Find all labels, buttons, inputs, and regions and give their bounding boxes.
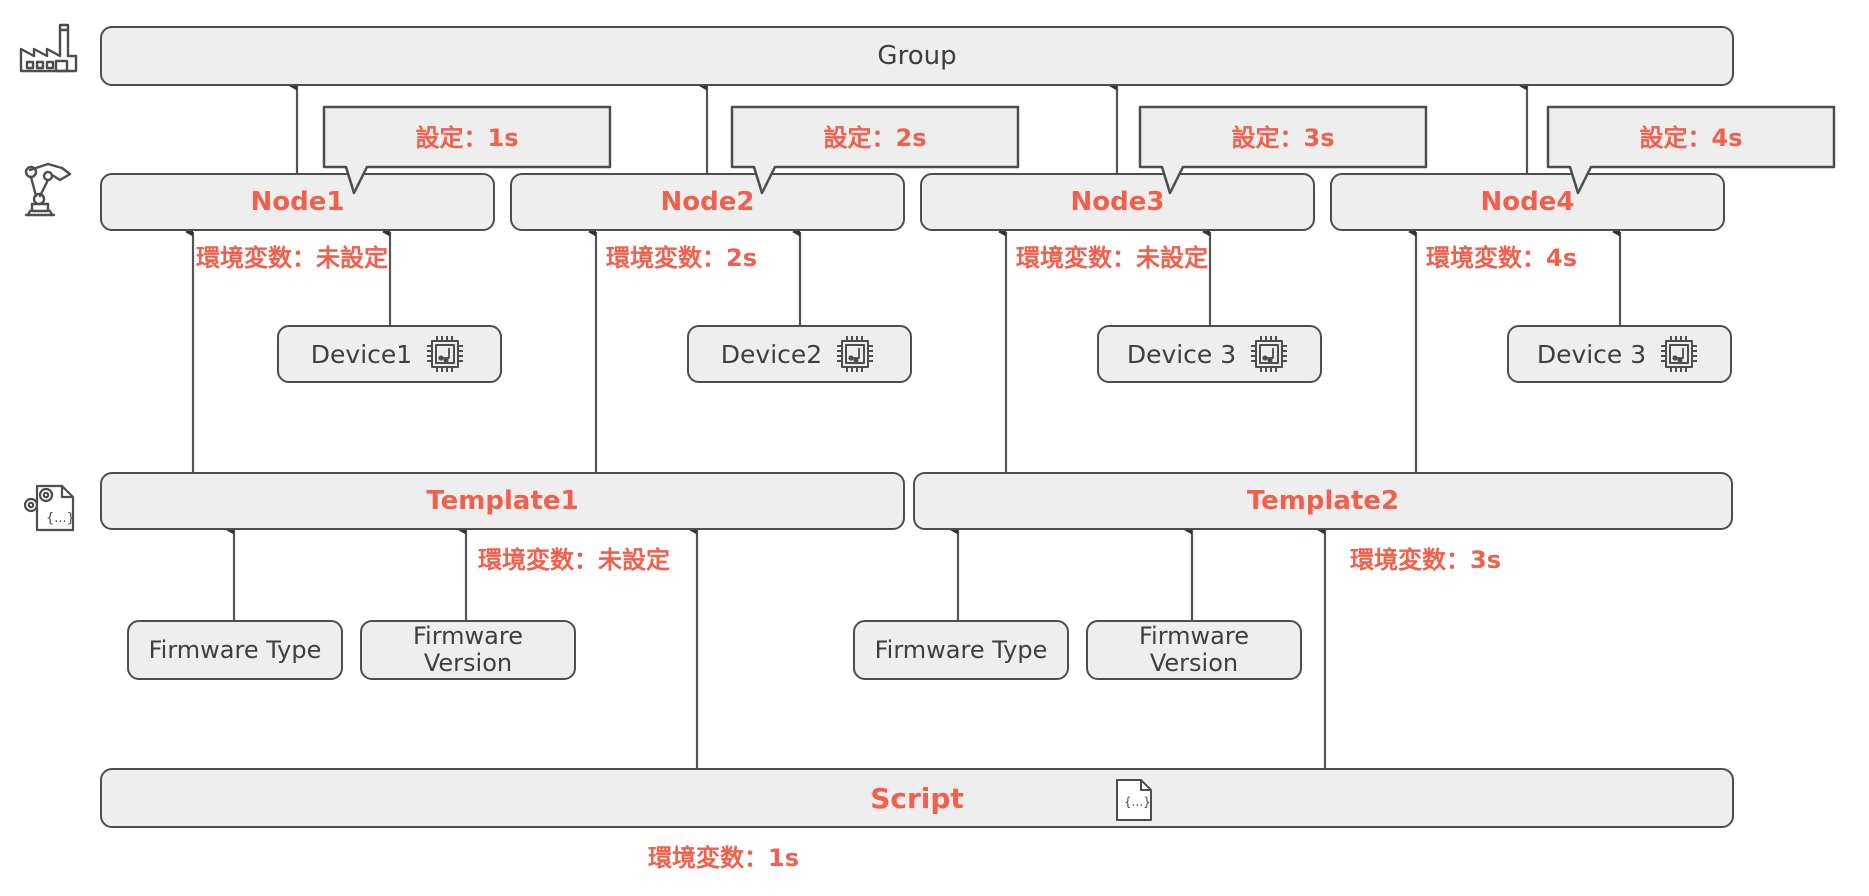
microchip-icon: [1656, 331, 1702, 377]
svg-text:{...}: {...}: [1124, 795, 1151, 809]
group-label: Group: [877, 41, 957, 71]
template-box-1[interactable]: Template1: [100, 472, 905, 530]
callout-shape-node3: [1138, 105, 1428, 195]
microchip-icon: [422, 331, 468, 377]
node-label-node3: Node3: [1070, 187, 1165, 217]
node-box-node3[interactable]: Node3: [920, 173, 1315, 231]
env-annotation-script: 環境変数：1s: [648, 844, 799, 872]
firmware-label-3: Firmware Type: [874, 636, 1048, 664]
script-box[interactable]: Script: [100, 768, 1734, 828]
template-label-1: Template1: [426, 486, 579, 516]
firmware-version-box-2[interactable]: Firmware Version: [1086, 620, 1302, 680]
node-box-node2[interactable]: Node2: [510, 173, 905, 231]
env-annotation-node2: 環境変数：2s: [606, 244, 757, 272]
device-label-4: Device 3: [1536, 339, 1647, 369]
callout-label-node3: 設定：3s: [1231, 124, 1335, 152]
gear-document-icon: {...}: [18, 478, 80, 540]
script-label: Script: [870, 781, 964, 815]
device-label-2: Device2: [720, 339, 823, 369]
microchip-icon: [1246, 331, 1292, 377]
callout-shape-node2: [730, 105, 1020, 195]
firmware-type-box-2[interactable]: Firmware Type: [853, 620, 1069, 680]
env-annotation-node1: 環境変数：未設定: [196, 244, 388, 272]
firmware-label-4-line2: Version: [1149, 649, 1239, 677]
callout-label-node1: 設定：1s: [415, 124, 519, 152]
device-box-1[interactable]: Device1: [277, 325, 502, 383]
callout-label-node2: 設定：2s: [823, 124, 927, 152]
firmware-version-box-1[interactable]: Firmware Version: [360, 620, 576, 680]
env-annotation-template2: 環境変数：3s: [1350, 546, 1501, 574]
env-annotation-node3: 環境変数：未設定: [1016, 244, 1208, 272]
template-box-2[interactable]: Template2: [913, 472, 1733, 530]
device-label-3: Device 3: [1126, 339, 1237, 369]
callout-label-node4: 設定：4s: [1639, 124, 1743, 152]
device-box-3[interactable]: Device 3: [1097, 325, 1322, 383]
firmware-label-4-line1: Firmware: [1139, 622, 1249, 651]
svg-text:{...}: {...}: [46, 511, 75, 526]
microchip-icon: [832, 331, 878, 377]
node-label-node1: Node1: [250, 187, 345, 217]
device-box-2[interactable]: Device2: [687, 325, 912, 383]
template-label-2: Template2: [1246, 486, 1400, 516]
callout-shape-node1: [322, 105, 612, 195]
node-label-node2: Node2: [660, 187, 755, 217]
device-box-4[interactable]: Device 3: [1507, 325, 1732, 383]
node-label-node4: Node4: [1480, 187, 1575, 217]
firmware-label-2-line2: Version: [423, 649, 513, 677]
factory-icon: [18, 22, 80, 78]
robot-arm-icon: [18, 158, 80, 222]
env-annotation-template1: 環境変数：未設定: [478, 546, 670, 574]
firmware-label-1: Firmware Type: [148, 636, 322, 664]
firmware-label-2-line1: Firmware: [413, 622, 523, 651]
env-annotation-node4: 環境変数：4s: [1426, 244, 1577, 272]
group-box[interactable]: Group: [100, 26, 1734, 86]
script-document-icon: {...}: [1113, 778, 1155, 822]
node-box-node4[interactable]: Node4: [1330, 173, 1725, 231]
callout-shape-node4: [1546, 105, 1836, 195]
device-label-1: Device1: [310, 339, 413, 369]
firmware-type-box-1[interactable]: Firmware Type: [127, 620, 343, 680]
node-box-node1[interactable]: Node1: [100, 173, 495, 231]
